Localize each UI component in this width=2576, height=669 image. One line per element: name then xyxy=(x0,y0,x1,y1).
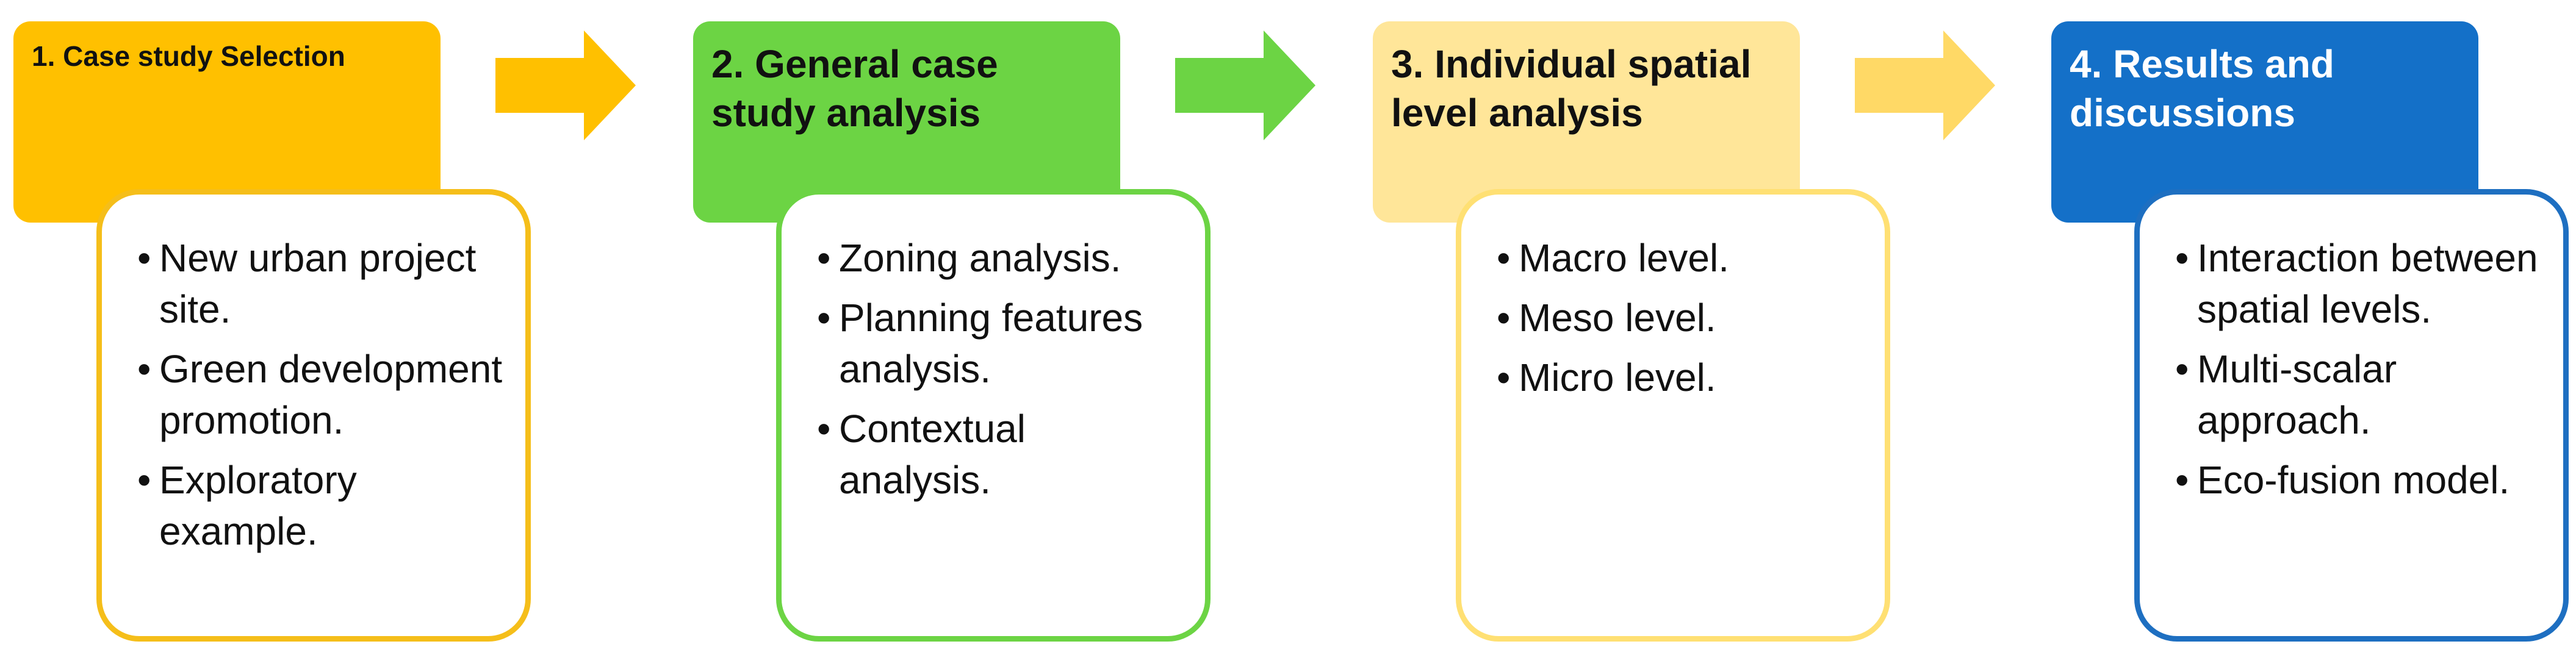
stage-3-card: •Macro level. •Meso level. •Micro level. xyxy=(1456,189,1890,642)
list-item: •Contextual analysis. xyxy=(817,407,1026,502)
stage-1-list: •New urban project site. •Green developm… xyxy=(137,232,507,557)
arrow-right-icon xyxy=(1175,30,1315,140)
list-item: •New urban project site. xyxy=(137,236,477,331)
stage-4-title: 4. Results and discussions xyxy=(2070,42,2334,135)
stage-2-card: •Zoning analysis. •Planning features ana… xyxy=(776,189,1211,642)
list-item: •Meso level. xyxy=(1497,296,1716,340)
stage-1-card: •New urban project site. •Green developm… xyxy=(96,189,531,642)
list-item: •Zoning analysis. xyxy=(817,236,1121,280)
list-item: •Green development promotion. xyxy=(137,347,503,442)
stage-3: 3. Individual spatial level analysis •Ma… xyxy=(1373,0,1898,669)
stage-4: 4. Results and discussions •Interaction … xyxy=(2051,0,2576,669)
arrow-right-icon xyxy=(1855,30,1995,140)
stage-2-list: •Zoning analysis. •Planning features ana… xyxy=(817,232,1187,506)
stage-4-list: •Interaction between spatial levels. •Mu… xyxy=(2175,232,2545,506)
list-item: •Planning features analysis. xyxy=(817,296,1143,391)
arrow-right-icon xyxy=(495,30,636,140)
stage-3-title: 3. Individual spatial level analysis xyxy=(1391,42,1752,135)
stage-2-title: 2. General case study analysis xyxy=(711,42,998,135)
list-item: •Interaction between spatial levels. xyxy=(2175,236,2538,331)
stage-3-list: •Macro level. •Meso level. •Micro level. xyxy=(1497,232,1866,403)
stage-1-title: 1. Case study Selection xyxy=(32,40,345,72)
list-item: •Multi-scalar approach. xyxy=(2175,347,2397,442)
list-item: •Macro level. xyxy=(1497,236,1729,280)
stage-4-card: •Interaction between spatial levels. •Mu… xyxy=(2134,189,2569,642)
list-item: •Micro level. xyxy=(1497,356,1716,399)
stage-2: 2. General case study analysis •Zoning a… xyxy=(693,0,1218,669)
stage-1: 1. Case study Selection •New urban proje… xyxy=(13,0,538,669)
list-item: •Eco-fusion model. xyxy=(2175,458,2510,502)
list-item: •Exploratory example. xyxy=(137,458,357,553)
